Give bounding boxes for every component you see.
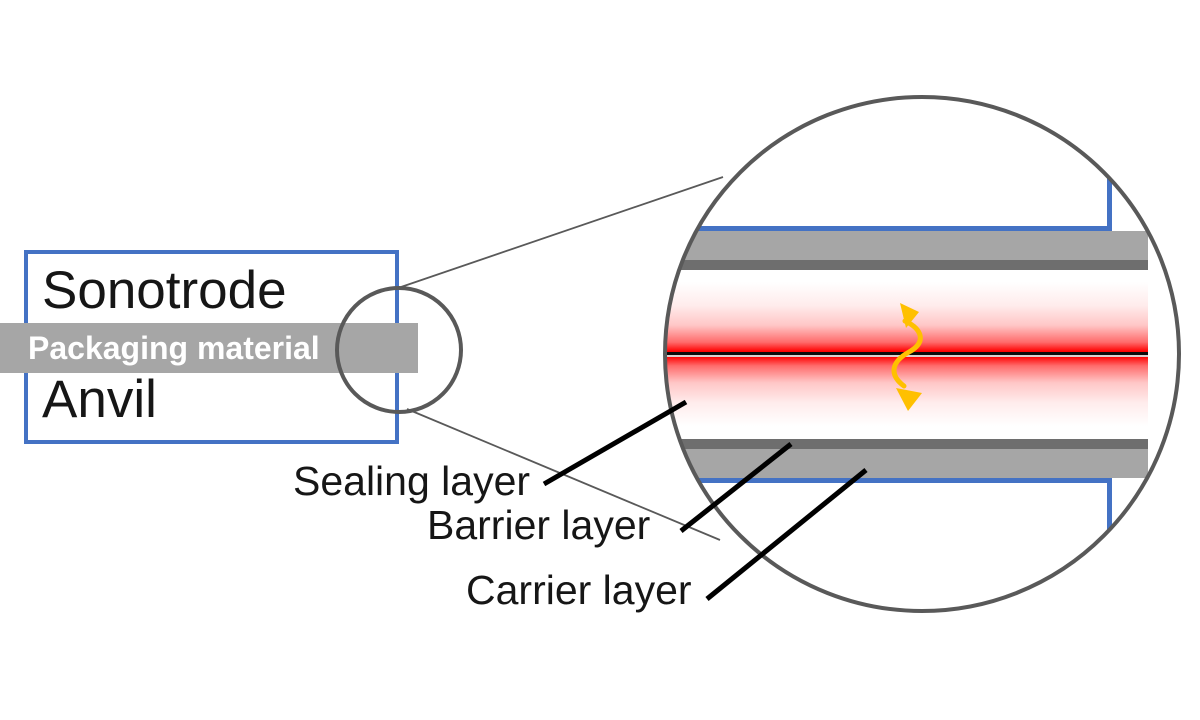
magnifier-small-circle xyxy=(335,286,463,414)
sonotrode-edge-vertical xyxy=(1107,96,1112,231)
carrier-layer-top-band xyxy=(664,231,1148,260)
packaging-material-label: Packaging material xyxy=(28,330,320,366)
barrier-layer-label: Barrier layer xyxy=(427,502,651,548)
sonotrode-label: Sonotrode xyxy=(42,261,287,320)
barrier-layer-bottom-band xyxy=(664,439,1148,449)
zoom-circle-content xyxy=(664,96,1180,612)
carrier-layer-bottom-band xyxy=(664,449,1148,478)
carrier-layer-label: Carrier layer xyxy=(466,567,692,613)
anvil-edge-vertical xyxy=(1107,483,1112,612)
sealing-layer-label: Sealing layer xyxy=(293,458,531,504)
anvil-label: Anvil xyxy=(42,370,157,429)
barrier-layer-top-band xyxy=(664,260,1148,270)
anvil-edge-horizontal xyxy=(664,478,1112,483)
weld-interface-highlight xyxy=(664,355,1148,357)
